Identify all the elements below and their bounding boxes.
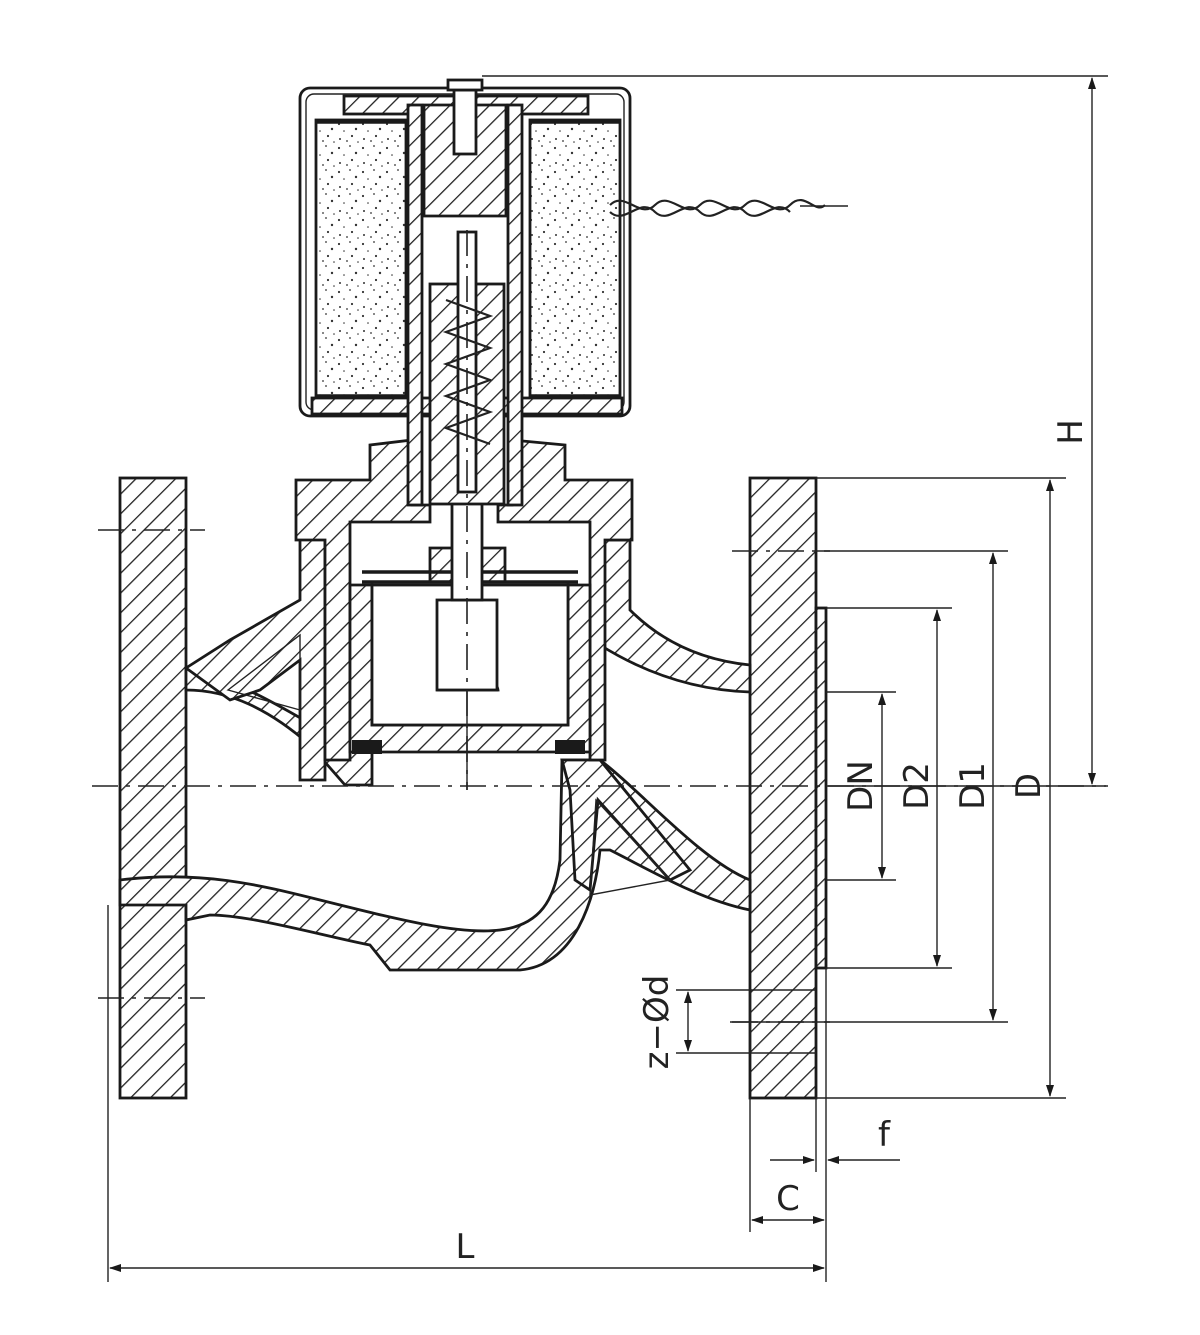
bonnet-housing-right xyxy=(496,438,634,762)
label-d1: D1 xyxy=(953,762,993,810)
label-d: D xyxy=(1009,773,1049,799)
bonnet-housing xyxy=(294,438,432,762)
valve-body xyxy=(118,476,828,1100)
left-seal xyxy=(352,740,382,754)
label-dn: DN xyxy=(841,760,881,812)
bonnet xyxy=(294,438,634,762)
left-flange xyxy=(118,476,188,1100)
body-left-rib xyxy=(226,633,301,711)
return-spring xyxy=(442,298,494,446)
solenoid-coil-assembly xyxy=(298,78,848,507)
body-left-neck xyxy=(183,517,327,782)
fixed-core xyxy=(422,103,508,218)
label-bolt-holes: z−Ød xyxy=(637,975,677,1070)
label-h: H xyxy=(1051,419,1091,445)
label-c: C xyxy=(776,1179,800,1219)
body-upper-right-wall xyxy=(598,538,752,694)
body-partition xyxy=(560,758,693,893)
label-d2: D2 xyxy=(897,762,937,810)
right-seal xyxy=(555,740,585,754)
right-raised-face xyxy=(814,606,828,970)
body-inner-rib xyxy=(589,798,672,896)
right-coil xyxy=(528,118,622,400)
right-flange xyxy=(748,476,818,1100)
label-f: f xyxy=(878,1115,891,1155)
label-l: L xyxy=(456,1227,475,1267)
dimensions: H D D1 D2 DN z−Ød f xyxy=(107,75,1108,1282)
left-coil xyxy=(314,118,408,400)
